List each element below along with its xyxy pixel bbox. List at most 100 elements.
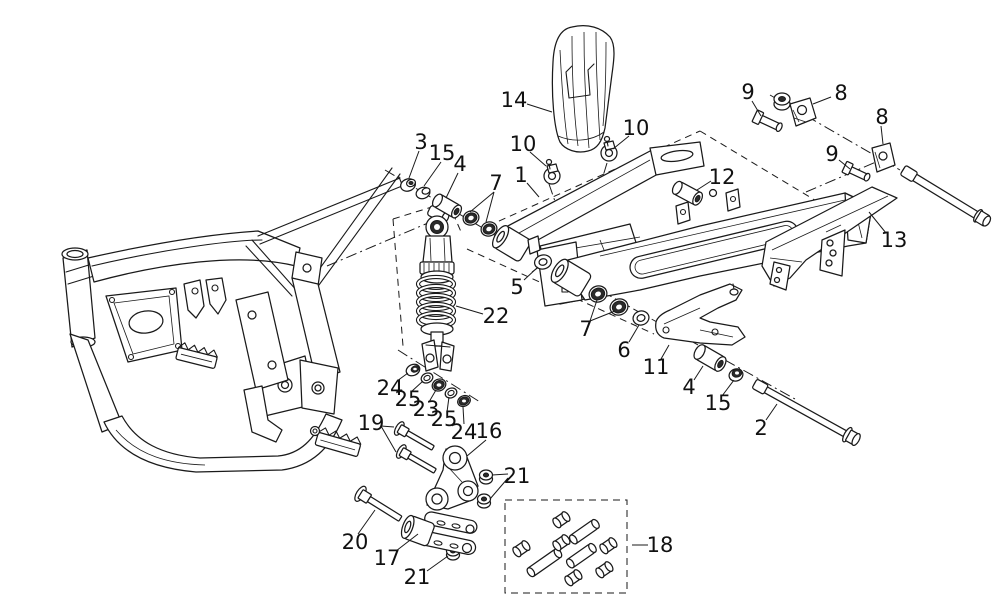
pivot-bolt-2 xyxy=(752,379,861,447)
leader-line xyxy=(396,372,409,382)
washer-25-b xyxy=(444,387,458,399)
callout-label: 15 xyxy=(429,141,456,165)
callout-24-22: 24 xyxy=(377,372,409,400)
bolt-9-left xyxy=(751,109,783,133)
washer-5 xyxy=(533,254,553,270)
callout-label: 19 xyxy=(358,411,385,435)
leader-line xyxy=(489,477,509,500)
drag-links-17 xyxy=(400,511,478,555)
callout-label: 25 xyxy=(395,387,422,411)
callout-15-4: 15 xyxy=(423,141,456,187)
callout-label: 1 xyxy=(514,163,527,187)
leader-line xyxy=(446,396,450,413)
callout-label: 20 xyxy=(342,530,369,554)
callout-label: 9 xyxy=(741,80,754,104)
leader-line xyxy=(838,159,851,170)
callout-16-28: 16 xyxy=(466,419,503,457)
leader-line xyxy=(466,439,487,457)
callout-17-31: 17 xyxy=(374,533,419,570)
leader-line xyxy=(529,151,547,167)
leader-line xyxy=(491,473,509,476)
leader-line xyxy=(765,403,778,421)
callout-label: 3 xyxy=(414,130,427,154)
leader-line xyxy=(660,344,670,360)
leader-line xyxy=(357,509,376,535)
leader-line xyxy=(696,180,712,191)
left-footpeg xyxy=(175,342,218,369)
leader-line xyxy=(408,150,420,179)
callout-9-9: 9 xyxy=(741,80,762,117)
leader-line xyxy=(526,103,553,113)
flange-nut-top xyxy=(773,92,791,111)
right-footpeg xyxy=(309,425,362,457)
bushing-7-upper-b xyxy=(480,221,498,237)
leader-line xyxy=(812,96,832,105)
mud-flap xyxy=(551,24,615,153)
linkage-bolt-19-b xyxy=(395,444,437,474)
leader-line xyxy=(751,100,762,117)
leader-line xyxy=(426,555,449,572)
callout-6-17: 6 xyxy=(617,324,640,362)
callout-label: 15 xyxy=(705,391,732,415)
callout-label: 22 xyxy=(483,304,510,328)
leader-line xyxy=(462,406,465,425)
callout-label: 6 xyxy=(617,338,630,362)
nut-3 xyxy=(400,178,417,192)
callout-23-24: 23 xyxy=(413,389,439,421)
callout-7-16: 7 xyxy=(579,299,616,341)
callout-24-26: 24 xyxy=(451,406,478,444)
callout-2-21: 2 xyxy=(754,403,778,440)
callout-label: 16 xyxy=(476,419,503,443)
leader-line xyxy=(380,425,397,453)
bushing-7-upper-a xyxy=(462,210,480,226)
callout-label: 24 xyxy=(377,376,404,400)
callout-25-25: 25 xyxy=(431,396,457,431)
leader-line xyxy=(410,380,424,393)
leader-line xyxy=(721,379,735,397)
cap-nut-15 xyxy=(415,186,431,200)
callout-10-1: 10 xyxy=(510,132,547,167)
callout-12-8: 12 xyxy=(696,165,735,191)
leader-line xyxy=(693,365,704,381)
leader-line xyxy=(589,310,616,322)
callout-19-27: 19 xyxy=(358,411,397,453)
leader-line xyxy=(380,425,395,428)
frame xyxy=(61,167,404,473)
callout-label: 8 xyxy=(834,81,847,105)
callout-label: 7 xyxy=(579,317,592,341)
leader-line xyxy=(526,182,540,198)
linkage-bolt-20 xyxy=(354,485,403,522)
callout-3-3: 3 xyxy=(408,130,428,179)
callout-8-11: 8 xyxy=(875,105,889,145)
callout-label: 21 xyxy=(404,565,431,589)
leader-line xyxy=(589,299,598,322)
leader-line xyxy=(469,191,495,213)
callout-15-20: 15 xyxy=(705,379,735,415)
callout-7-6: 7 xyxy=(469,171,503,223)
callout-label: 11 xyxy=(643,355,670,379)
callout-11-18: 11 xyxy=(643,344,670,379)
spacer-4-lower xyxy=(693,344,727,372)
washer-25-a xyxy=(420,372,434,384)
callout-21-32: 21 xyxy=(404,555,449,589)
cap-24-a xyxy=(405,363,421,377)
linkage-bolt-19-a xyxy=(393,421,435,451)
washer-6 xyxy=(632,310,650,326)
callout-20-30: 20 xyxy=(342,509,376,554)
callout-9-12: 9 xyxy=(825,142,851,170)
leader-line xyxy=(612,135,630,150)
flange-nut-15-lower xyxy=(728,368,744,382)
chain-slider xyxy=(655,283,746,346)
callout-label: 24 xyxy=(451,420,478,444)
bushing-23 xyxy=(431,378,447,392)
callout-label: 13 xyxy=(881,228,908,252)
leader-line xyxy=(868,211,887,234)
leader-line xyxy=(455,305,484,315)
callout-18-33: 18 xyxy=(632,533,673,557)
callout-label: 4 xyxy=(453,152,466,176)
callout-13-13: 13 xyxy=(868,211,908,252)
nut-21-b xyxy=(476,493,492,509)
leader-line xyxy=(445,172,459,199)
